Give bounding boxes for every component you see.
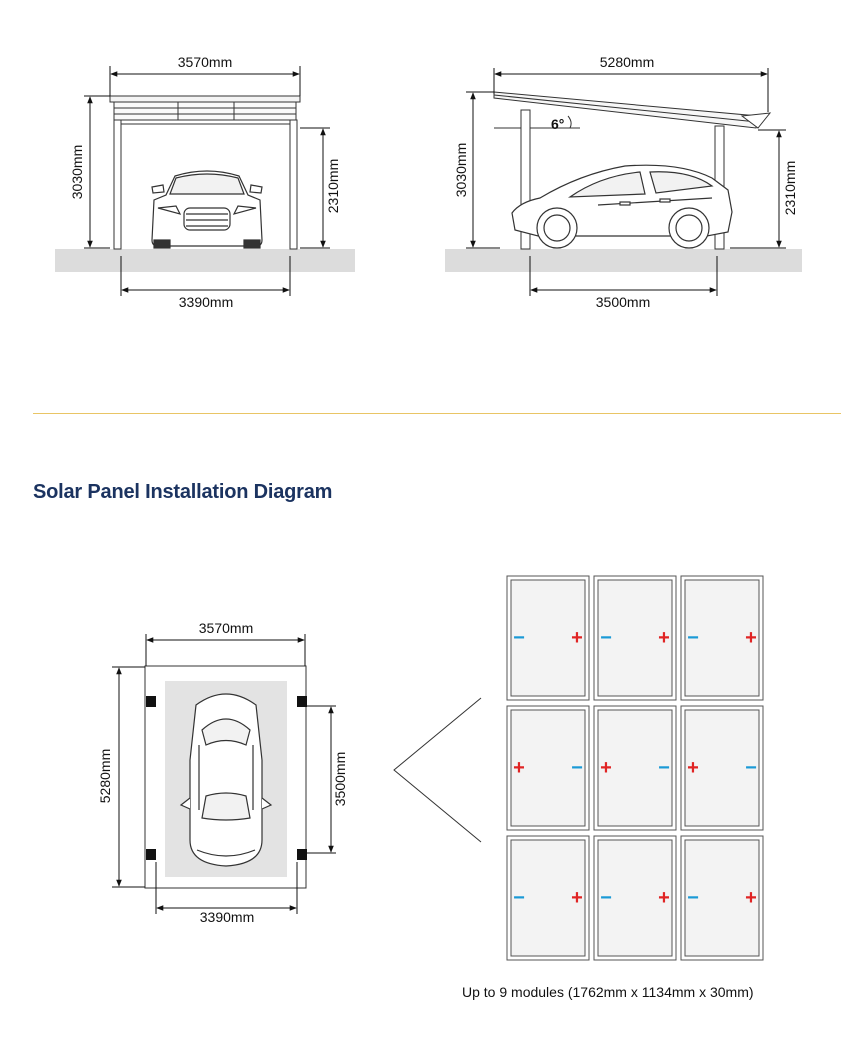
- solar-panel-cell-area: [684, 579, 760, 697]
- plan-post-4: [297, 849, 307, 860]
- minus-terminal-icon: −: [658, 757, 670, 779]
- car-top-icon: [179, 693, 273, 867]
- front-roof: [109, 95, 301, 125]
- modules-caption: Up to 9 modules (1762mm x 1134mm x 30mm): [462, 984, 754, 1000]
- plan-post-spacing-length-label: 3500mm: [332, 752, 348, 806]
- front-ground: [55, 249, 355, 272]
- plus-terminal-icon: +: [745, 627, 757, 649]
- connector-lines: [393, 697, 482, 843]
- solar-panel-cell-area: [597, 839, 673, 957]
- minus-terminal-icon: −: [600, 887, 612, 909]
- plus-terminal-icon: +: [513, 757, 525, 779]
- side-post-spacing-label: 3500mm: [596, 294, 650, 310]
- plus-terminal-icon: +: [600, 757, 612, 779]
- front-view: 3570mm 3030mm 2310mm 3390mm: [55, 54, 355, 310]
- solar-panel-cell-area: [510, 839, 586, 957]
- plan-post-1: [146, 696, 156, 707]
- solar-panel-cell-area: [510, 579, 586, 697]
- minus-terminal-icon: −: [513, 887, 525, 909]
- plan-length-label: 5280mm: [97, 749, 113, 803]
- minus-terminal-icon: −: [571, 757, 583, 779]
- front-post-spacing-label: 3390mm: [179, 294, 233, 310]
- side-post-left: [520, 109, 531, 250]
- solar-panel-cell-area: [684, 839, 760, 957]
- minus-terminal-icon: −: [600, 627, 612, 649]
- solar-panel-cell-area: [684, 709, 760, 827]
- solar-panel-cell-area: [597, 579, 673, 697]
- plus-terminal-icon: +: [687, 757, 699, 779]
- plus-terminal-icon: +: [745, 887, 757, 909]
- minus-terminal-icon: −: [687, 887, 699, 909]
- front-post-left: [113, 119, 122, 250]
- plus-terminal-icon: +: [658, 887, 670, 909]
- solar-panel-cell-area: [510, 709, 586, 827]
- plan-post-spacing-width-label: 3390mm: [200, 909, 254, 925]
- plan-post-2: [297, 696, 307, 707]
- plan-post-3: [146, 849, 156, 860]
- side-ground: [445, 249, 802, 272]
- plus-terminal-icon: +: [658, 627, 670, 649]
- minus-terminal-icon: −: [745, 757, 757, 779]
- panel-grid: −+−+−++−+−+−−+−+−+: [506, 575, 764, 961]
- front-top-width-label: 3570mm: [178, 54, 232, 70]
- plus-terminal-icon: +: [571, 627, 583, 649]
- section-title: Solar Panel Installation Diagram: [33, 481, 333, 503]
- section-divider: [33, 413, 841, 414]
- front-post-right: [289, 119, 298, 250]
- solar-panel-cell-area: [597, 709, 673, 827]
- minus-terminal-icon: −: [513, 627, 525, 649]
- car-side-icon: [511, 164, 733, 249]
- plan-view: 3570mm 5280mm 3500mm 3390mm: [97, 620, 348, 925]
- side-length-label: 5280mm: [600, 54, 654, 70]
- car-front-icon: [151, 170, 263, 249]
- side-view: 6° 5280mm 3030mm 2310mm: [445, 54, 802, 310]
- minus-terminal-icon: −: [687, 627, 699, 649]
- side-height-label: 3030mm: [453, 143, 469, 197]
- front-clearance-label: 2310mm: [325, 159, 341, 213]
- side-angle-label: 6°: [551, 116, 564, 132]
- plan-width-label: 3570mm: [199, 620, 253, 636]
- side-clearance-label: 2310mm: [782, 161, 798, 215]
- plus-terminal-icon: +: [571, 887, 583, 909]
- front-height-label: 3030mm: [69, 145, 85, 199]
- side-roof: [493, 91, 772, 129]
